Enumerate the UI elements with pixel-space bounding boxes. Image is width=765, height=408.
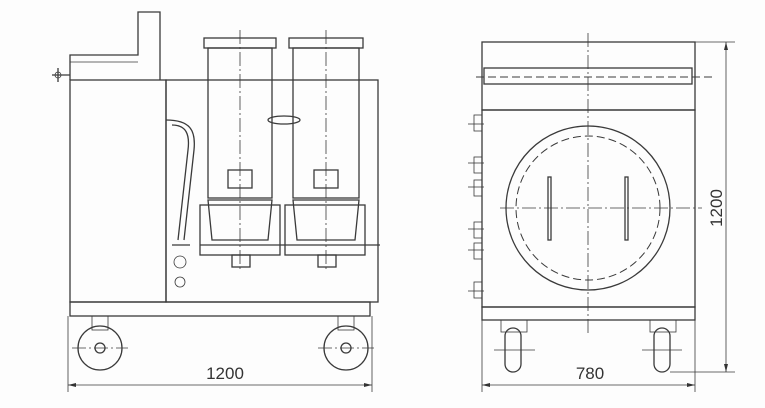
front-height-dimension: 1200 (670, 41, 735, 373)
hinge-bolts (468, 114, 484, 299)
base-frame (69, 301, 371, 317)
hose (165, 119, 196, 241)
tank-body (481, 109, 696, 308)
filter-column-2 (284, 30, 366, 270)
filter-column-1 (199, 30, 281, 270)
sight-glass (267, 115, 301, 125)
control-cabinet (52, 11, 167, 303)
side-width-label: 1200 (206, 364, 244, 383)
caster-wheel (72, 315, 128, 371)
front-width-label: 780 (576, 364, 604, 383)
handle (547, 176, 552, 241)
top-section (481, 41, 696, 111)
handle (624, 176, 629, 241)
manhole-cover (500, 125, 702, 291)
side-view: 1200 (52, 11, 380, 392)
caster-wheel (494, 319, 535, 373)
front-height-label: 1200 (707, 189, 726, 227)
caster-wheel (318, 315, 374, 371)
side-width-dimension: 1200 (67, 316, 373, 392)
front-view: 780 1200 (468, 33, 735, 392)
front-width-dimension: 780 (481, 320, 696, 392)
caster-wheel (642, 319, 682, 373)
